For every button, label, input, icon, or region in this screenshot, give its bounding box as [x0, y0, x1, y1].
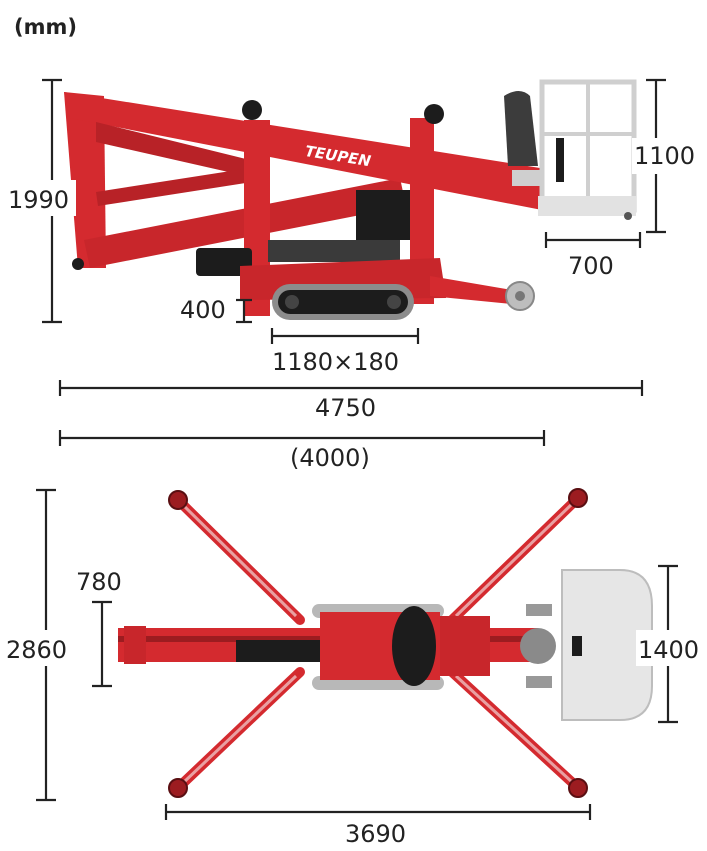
- dim-overall-length: [58, 380, 644, 396]
- dim-ground-clearance: [236, 298, 252, 324]
- dim-transport-length-label: (4000): [290, 444, 370, 472]
- side-view-machine: TEUPEN: [64, 91, 542, 320]
- unit-label: (mm): [14, 15, 77, 39]
- dim-outrigger-length-label: 3690: [345, 820, 406, 848]
- basket-top: [561, 569, 653, 721]
- dim-overall-length-label: 4750: [315, 394, 376, 422]
- dim-basket-width-top-label: 1400: [638, 636, 699, 664]
- dim-basket-height-label: 1100: [634, 142, 695, 170]
- dim-basket-width-label: 700: [568, 252, 614, 280]
- dim-track-size: [270, 328, 420, 344]
- dim-outrigger-width-label: 2860: [6, 636, 67, 664]
- dim-ground-clearance-label: 400: [180, 296, 226, 324]
- dim-body-width-label: 780: [76, 568, 122, 596]
- basket-side: [538, 79, 637, 220]
- crawler-track: [272, 284, 414, 320]
- dim-outrigger-length: [164, 804, 592, 820]
- dim-basket-width: [544, 232, 642, 248]
- dim-transport-length: [58, 430, 546, 446]
- dim-overall-height-label: 1990: [8, 186, 69, 214]
- outrigger-legs: [168, 488, 588, 798]
- dim-body-width: [92, 600, 112, 688]
- dim-track-size-label: 1180×180: [272, 348, 399, 376]
- top-view-machine: [118, 488, 588, 798]
